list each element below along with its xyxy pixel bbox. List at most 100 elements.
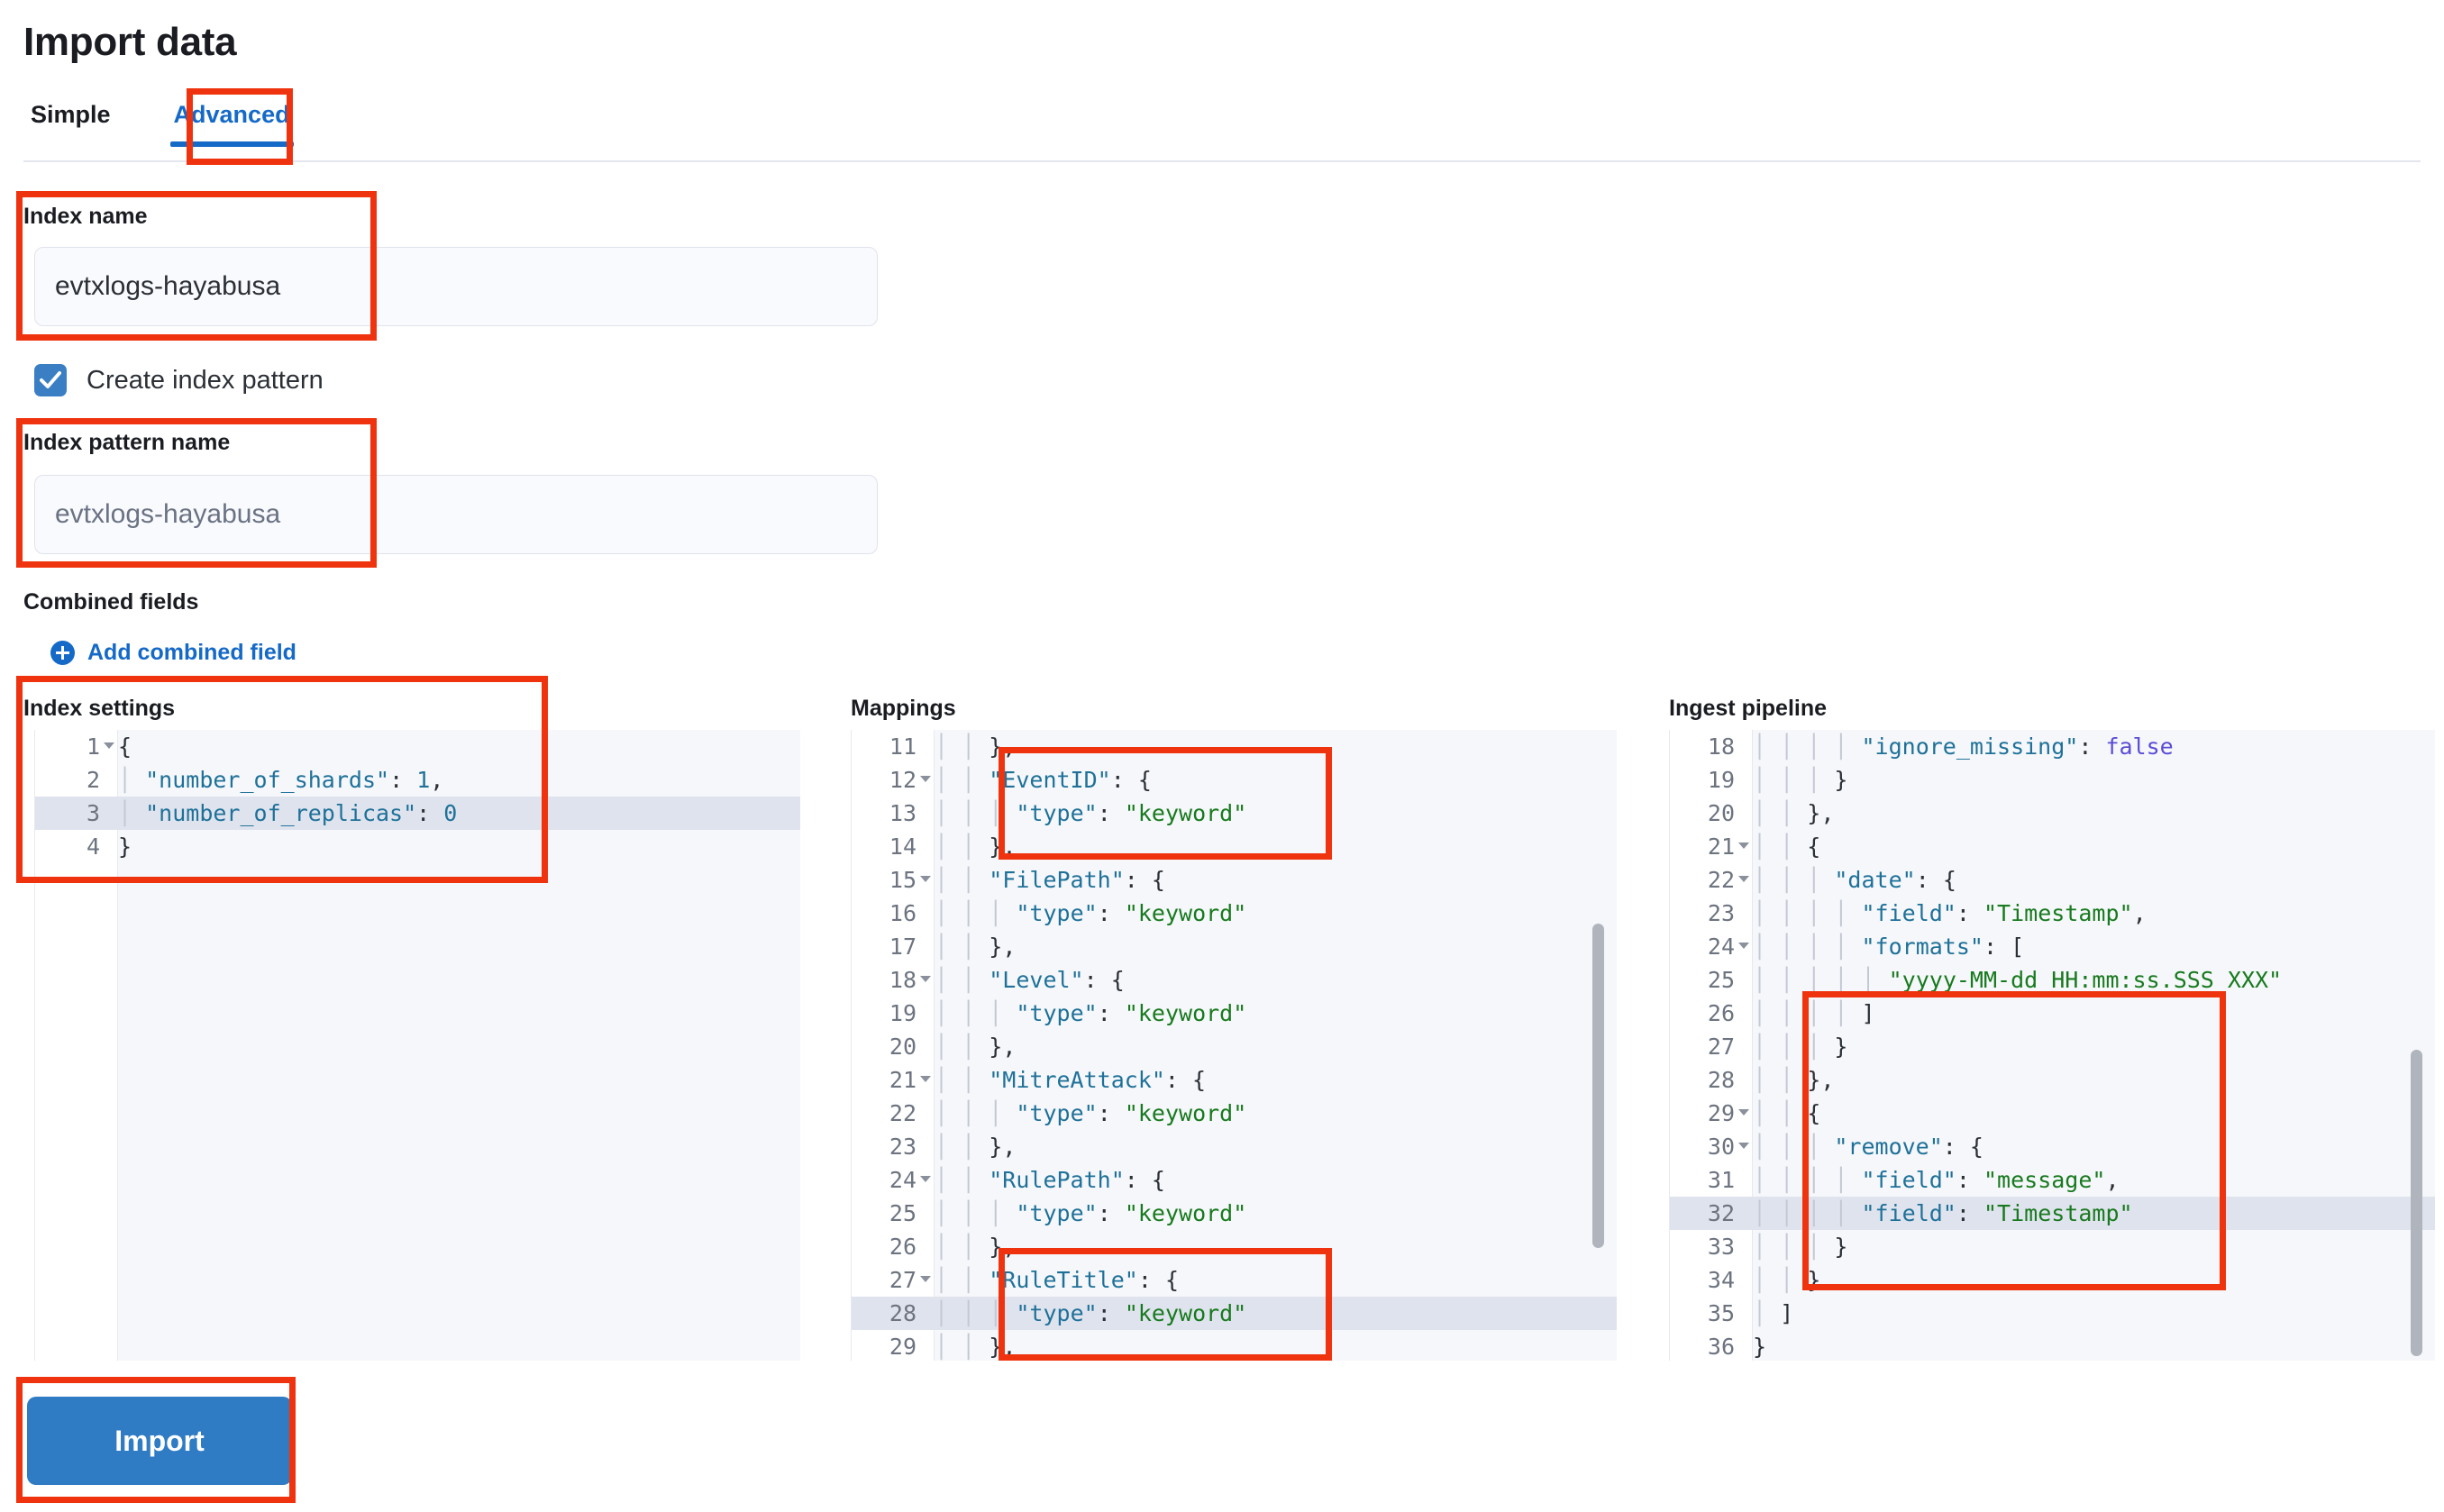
code-line[interactable]: 21│ │ "MitreAttack": {: [852, 1063, 1617, 1097]
mappings-code[interactable]: 11│ │ },12│ │ "EventID": {13│ │ │ "type"…: [852, 730, 1617, 1361]
code-line[interactable]: 22│ │ │ "date": {: [1670, 863, 2435, 897]
line-number: 27: [889, 1267, 916, 1293]
line-number: 25: [1707, 967, 1735, 993]
code-line[interactable]: 13│ │ │ "type": "keyword": [852, 797, 1617, 830]
fold-arrow-icon[interactable]: [920, 1176, 931, 1182]
code-line[interactable]: 24│ │ "RulePath": {: [852, 1163, 1617, 1197]
create-index-pattern-checkbox[interactable]: [34, 364, 67, 396]
line-text: │ │ },: [935, 1034, 1017, 1060]
fold-arrow-icon[interactable]: [920, 776, 931, 782]
code-line[interactable]: 32│ │ │ │ "field": "Timestamp": [1670, 1197, 2435, 1230]
code-line[interactable]: 34│ │ }: [1670, 1263, 2435, 1297]
line-text: │ │ {: [1753, 1100, 1821, 1126]
index-settings-code[interactable]: 1{2│ "number_of_shards": 1,3│ "number_of…: [35, 730, 800, 863]
code-line[interactable]: 19 │ │ │ }: [1670, 763, 2435, 797]
code-line[interactable]: 24│ │ │ │ "formats": [: [1670, 930, 2435, 963]
fold-arrow-icon[interactable]: [1738, 876, 1749, 882]
code-line[interactable]: 27│ │ │ }: [1670, 1030, 2435, 1063]
ingest-pipeline-editor[interactable]: 18│ │ │ │ "ignore_missing": false 19 │ │ │…: [1669, 730, 2435, 1361]
mappings-title: Mappings: [851, 696, 956, 721]
line-number: 26: [1707, 1000, 1735, 1026]
line-number: 27: [1707, 1034, 1735, 1060]
code-line[interactable]: 26 │ │ │ │ ]: [1670, 997, 2435, 1030]
code-line[interactable]: 21│ │ {: [1670, 830, 2435, 863]
index-name-label: Index name: [23, 204, 148, 229]
code-line[interactable]: 22│ │ │ "type": "keyword": [852, 1097, 1617, 1130]
code-line[interactable]: 30│ │ │ "remove": {: [1670, 1130, 2435, 1163]
line-text: │ "number_of_shards": 1,: [118, 767, 444, 793]
line-text: │ │ }: [1753, 1267, 1821, 1293]
import-button[interactable]: Import: [27, 1397, 292, 1485]
ingest-pipeline-scrollbar[interactable]: [2411, 1050, 2422, 1356]
code-line[interactable]: 2│ "number_of_shards": 1,: [35, 763, 800, 797]
code-line[interactable]: 11│ │ },: [852, 730, 1617, 763]
code-line[interactable]: 23│ │ },: [852, 1130, 1617, 1163]
ingest-pipeline-code[interactable]: 18│ │ │ │ "ignore_missing": false 19 │ │ │…: [1670, 730, 2435, 1361]
tab-simple[interactable]: Simple: [31, 101, 111, 128]
line-text: │ │ "Level": {: [935, 967, 1125, 993]
code-line[interactable]: 29│ │ },: [852, 1330, 1617, 1361]
code-line[interactable]: 29│ │ {: [1670, 1097, 2435, 1130]
line-text: │ │ │ "type": "keyword": [935, 1297, 1617, 1330]
line-number: 33: [1707, 1234, 1735, 1260]
line-number: 32: [1670, 1197, 1753, 1230]
code-line[interactable]: 14│ │ },: [852, 830, 1617, 863]
code-line[interactable]: 15│ │ "FilePath": {: [852, 863, 1617, 897]
code-line[interactable]: 18│ │ │ │ "ignore_missing": false: [1670, 730, 2435, 763]
code-line[interactable]: 33│ │ │ }: [1670, 1230, 2435, 1263]
mappings-editor[interactable]: 11│ │ },12│ │ "EventID": {13│ │ │ "type"…: [851, 730, 1617, 1361]
code-line[interactable]: 1{: [35, 730, 800, 763]
fold-arrow-icon[interactable]: [1738, 843, 1749, 849]
create-index-pattern-row[interactable]: Create index pattern: [34, 364, 324, 396]
code-line[interactable]: 4}: [35, 830, 800, 863]
code-line[interactable]: 31│ │ │ │ "field": "message",: [1670, 1163, 2435, 1197]
code-line[interactable]: 17│ │ },: [852, 930, 1617, 963]
fold-arrow-icon[interactable]: [920, 1076, 931, 1082]
code-line[interactable]: 18│ │ "Level": {: [852, 963, 1617, 997]
index-name-input[interactable]: evtxlogs-hayabusa: [34, 247, 878, 326]
mappings-scrollbar[interactable]: [1592, 924, 1604, 1248]
code-line[interactable]: 27│ │ "RuleTitle": {: [852, 1263, 1617, 1297]
fold-arrow-icon[interactable]: [920, 876, 931, 882]
code-line[interactable]: 19│ │ │ "type": "keyword": [852, 997, 1617, 1030]
index-settings-editor[interactable]: 1{2│ "number_of_shards": 1,3│ "number_of…: [34, 730, 800, 1361]
fold-arrow-icon[interactable]: [1738, 1143, 1749, 1149]
line-number: 19: [1707, 767, 1735, 793]
line-text: │ │ │ │ "ignore_missing": false: [1753, 733, 2174, 760]
code-line[interactable]: 20 │ │ },: [852, 1030, 1617, 1063]
code-line[interactable]: 35│ ]: [1670, 1297, 2435, 1330]
line-number: 20: [889, 1034, 916, 1060]
fold-arrow-icon[interactable]: [920, 976, 931, 982]
line-text: │ │ │ │ ]: [1753, 1000, 1875, 1026]
fold-arrow-icon[interactable]: [920, 1276, 931, 1282]
fold-arrow-icon[interactable]: [104, 742, 114, 749]
line-text: │ │ "FilePath": {: [935, 867, 1165, 893]
add-combined-field-label: Add combined field: [87, 640, 296, 665]
code-line[interactable]: 23│ │ │ │ "field": "Timestamp",: [1670, 897, 2435, 930]
code-line[interactable]: 25│ │ │ │ │ "yyyy-MM-dd HH:mm:ss.SSS XXX…: [1670, 963, 2435, 997]
code-line[interactable]: 28│ │ │ "type": "keyword": [852, 1297, 1617, 1330]
code-line[interactable]: 28│ │ },: [1670, 1063, 2435, 1097]
code-line[interactable]: 20│ │ },: [1670, 797, 2435, 830]
line-number: 22: [889, 1100, 916, 1126]
code-line[interactable]: 26│ │ },: [852, 1230, 1617, 1263]
index-settings-title: Index settings: [23, 696, 176, 721]
tab-advanced[interactable]: Advanced: [141, 97, 323, 147]
code-line[interactable]: 36}: [1670, 1330, 2435, 1361]
add-combined-field-button[interactable]: Add combined field: [50, 640, 296, 666]
code-line[interactable]: 3│ "number_of_replicas": 0: [35, 797, 800, 830]
line-text: │ │ │ │ "field": "Timestamp": [1753, 1197, 2435, 1230]
fold-arrow-icon[interactable]: [1738, 943, 1749, 949]
fold-arrow-icon[interactable]: [1738, 1109, 1749, 1116]
line-number: 24: [1707, 934, 1735, 960]
line-text: │ │ │ "remove": {: [1753, 1134, 1983, 1160]
line-number: 11: [889, 733, 916, 760]
line-text: │ │ │ }: [1753, 767, 1848, 793]
index-pattern-name-input[interactable]: evtxlogs-hayabusa: [34, 475, 878, 554]
code-line[interactable]: 16│ │ │ "type": "keyword": [852, 897, 1617, 930]
index-settings-gutter: [35, 730, 118, 1361]
code-line[interactable]: 12│ │ "EventID": {: [852, 763, 1617, 797]
line-number: 29: [889, 1334, 916, 1360]
code-line[interactable]: 25│ │ │ "type": "keyword": [852, 1197, 1617, 1230]
ingest-pipeline-gutter: [1670, 730, 1753, 1361]
